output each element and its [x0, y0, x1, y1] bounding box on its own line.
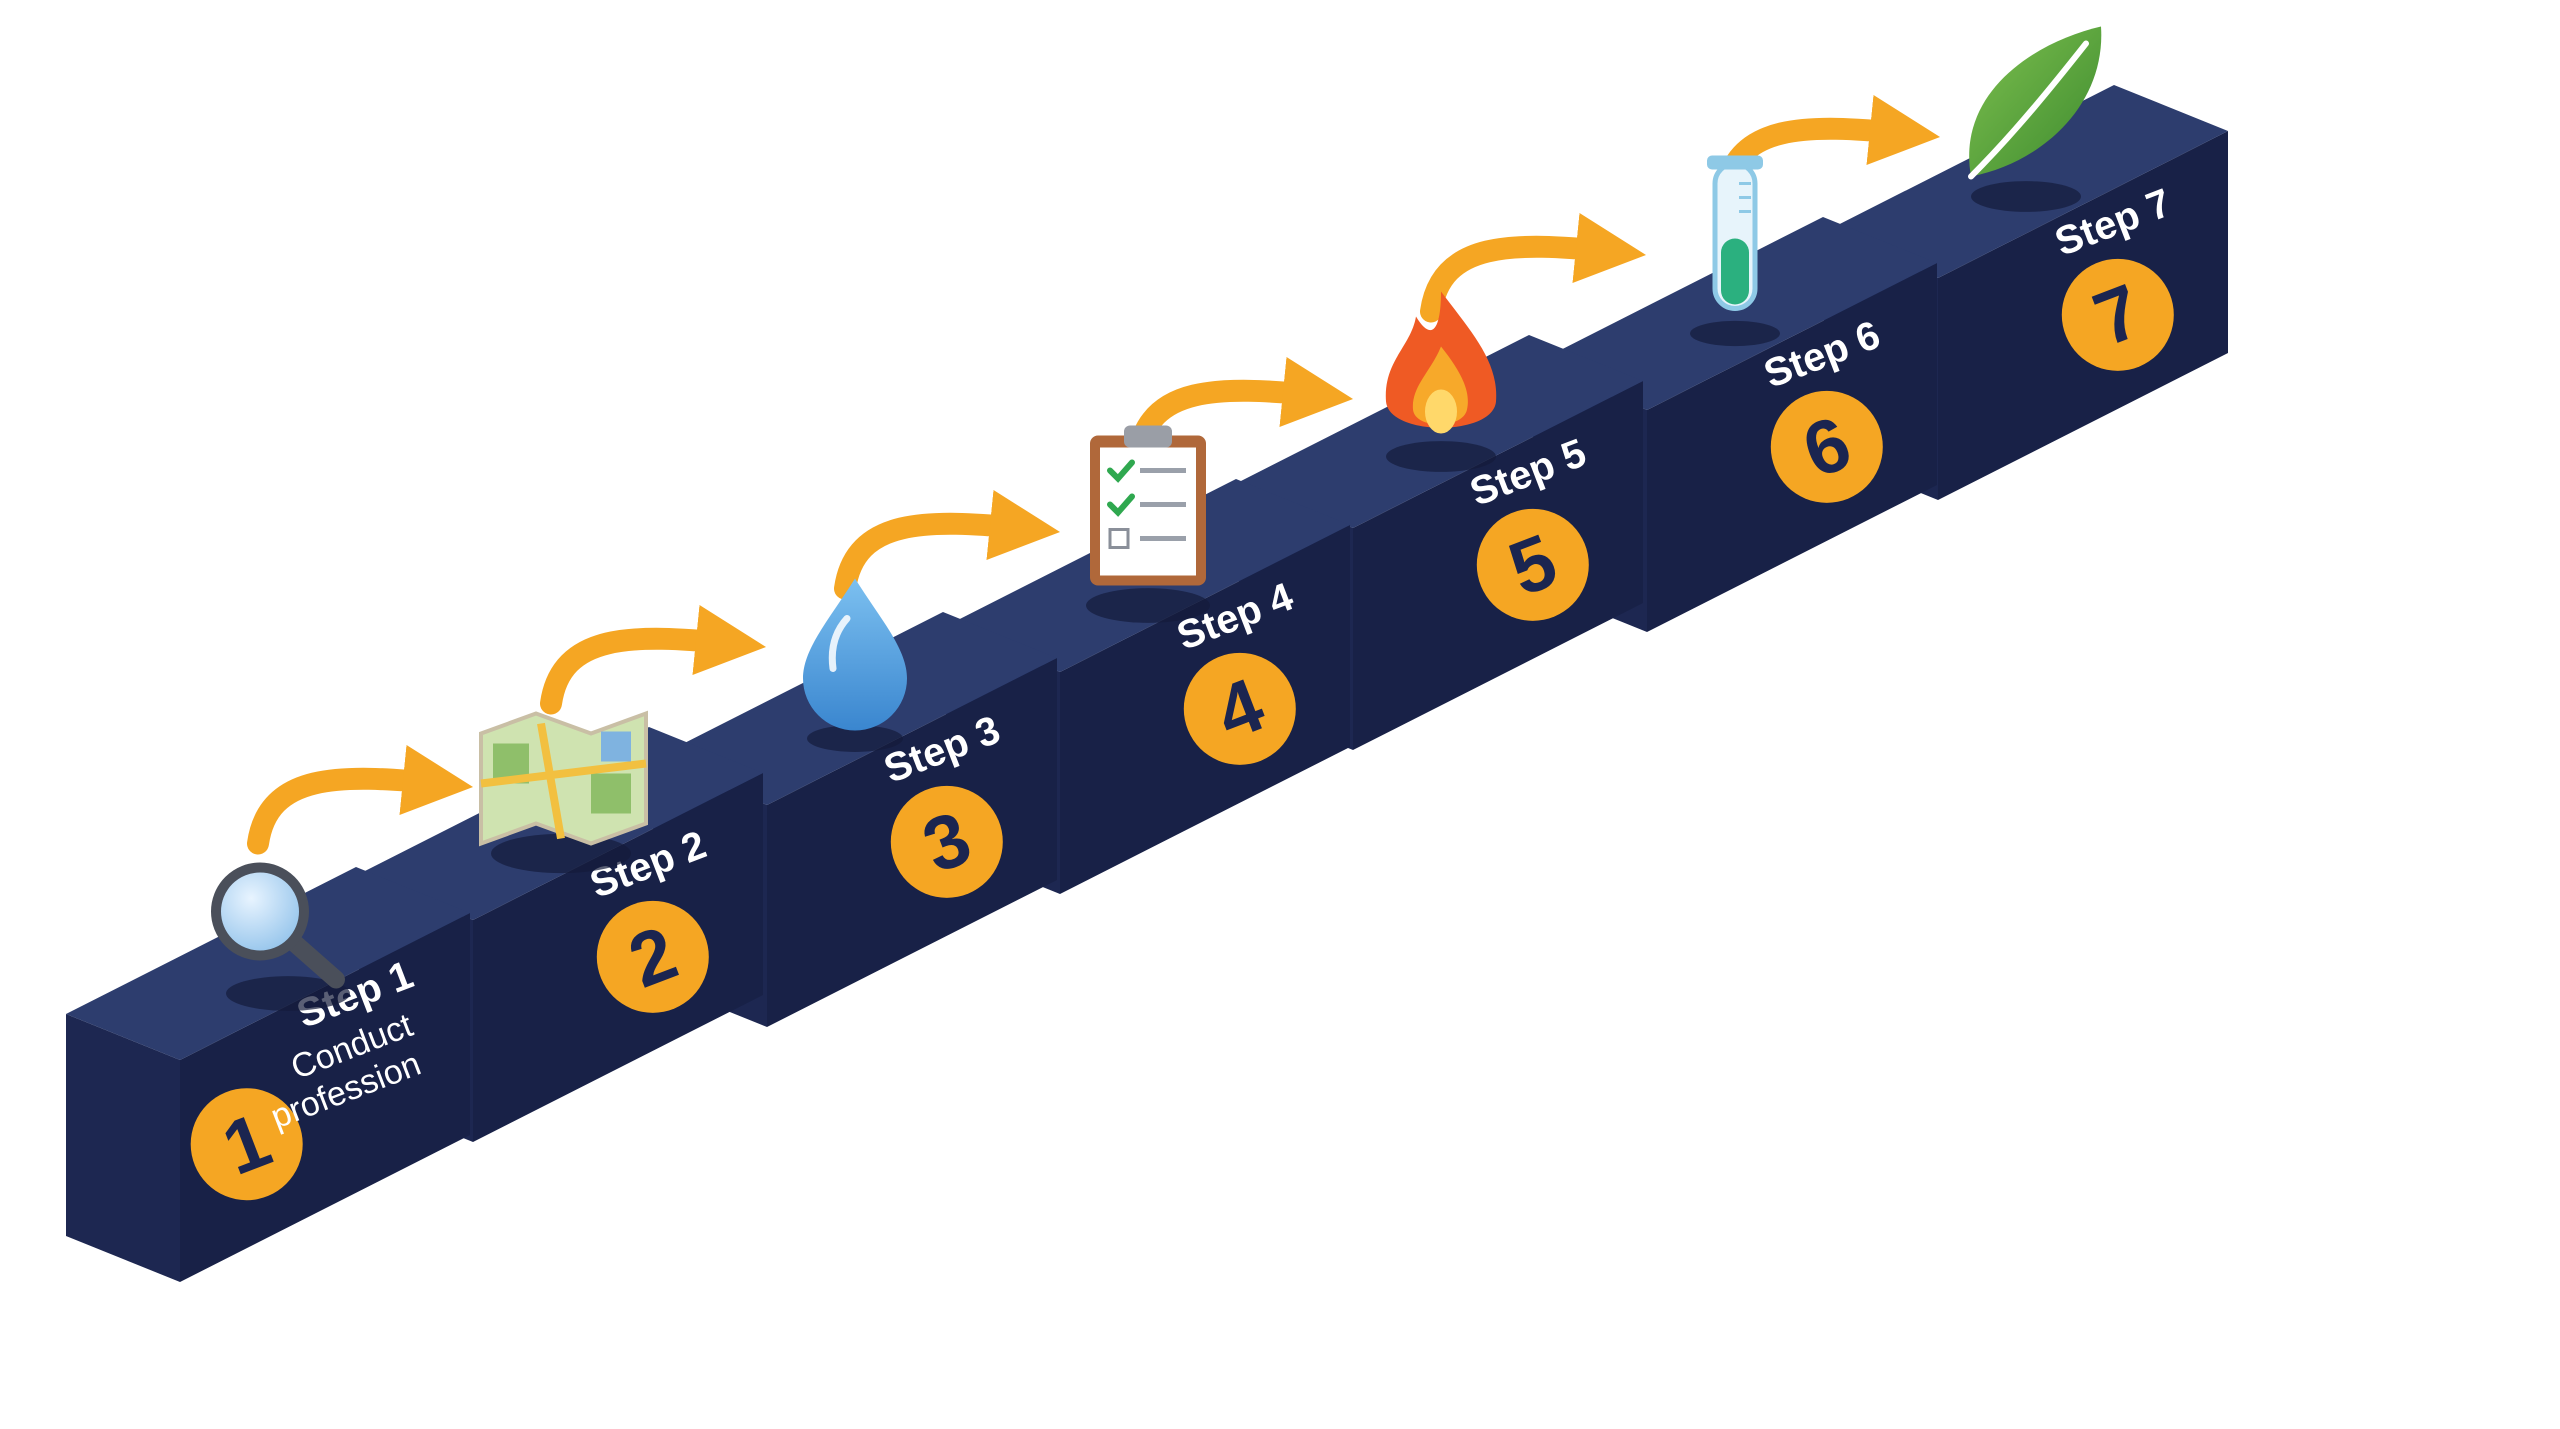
step-number-circle: [890, 785, 1003, 898]
step-number-badge: 7: [2061, 258, 2174, 371]
step-number-circle: [2061, 258, 2174, 371]
curved-arrow-icon: [834, 489, 1061, 600]
magnifying-glass-icon: [211, 862, 350, 1011]
map-icon: [479, 710, 648, 874]
step-number-circle: [1476, 508, 1589, 621]
water-drop-icon: [803, 578, 907, 752]
test-tube-icon: [1690, 155, 1780, 347]
curved-arrow-icon: [1420, 212, 1647, 323]
step-number-circle: [190, 1088, 303, 1201]
step-number-badge: 1: [190, 1088, 303, 1201]
icons-layer: [211, 26, 2102, 1011]
step-number-badge: 3: [890, 785, 1003, 898]
icon-shadow: [1971, 181, 2081, 212]
curved-arrow-icon: [540, 604, 767, 715]
step-number-circle: [1770, 390, 1883, 503]
block-top-face: [66, 867, 470, 1060]
step-number-badge: 2: [596, 900, 709, 1013]
clipboard-checklist-icon: [1086, 425, 1210, 623]
step-number-badge: 4: [1183, 652, 1296, 765]
block-top-face: [1533, 217, 1937, 410]
block-left-face: [66, 1014, 180, 1282]
icon-shadow: [226, 976, 350, 1011]
leaf-icon: [1968, 26, 2102, 212]
icon-shadow: [807, 725, 903, 752]
step-number-circle: [1183, 652, 1296, 765]
icon-shadow: [1690, 320, 1780, 347]
icon-shadow: [1086, 588, 1210, 623]
flame-icon: [1385, 291, 1497, 472]
step-number-badge: 6: [1770, 390, 1883, 503]
curved-arrow-icon: [247, 744, 474, 855]
step-number-circle: [596, 900, 709, 1013]
step-number-badge: 5: [1476, 508, 1589, 621]
icon-shadow: [1386, 441, 1496, 472]
icon-shadow: [491, 833, 631, 874]
